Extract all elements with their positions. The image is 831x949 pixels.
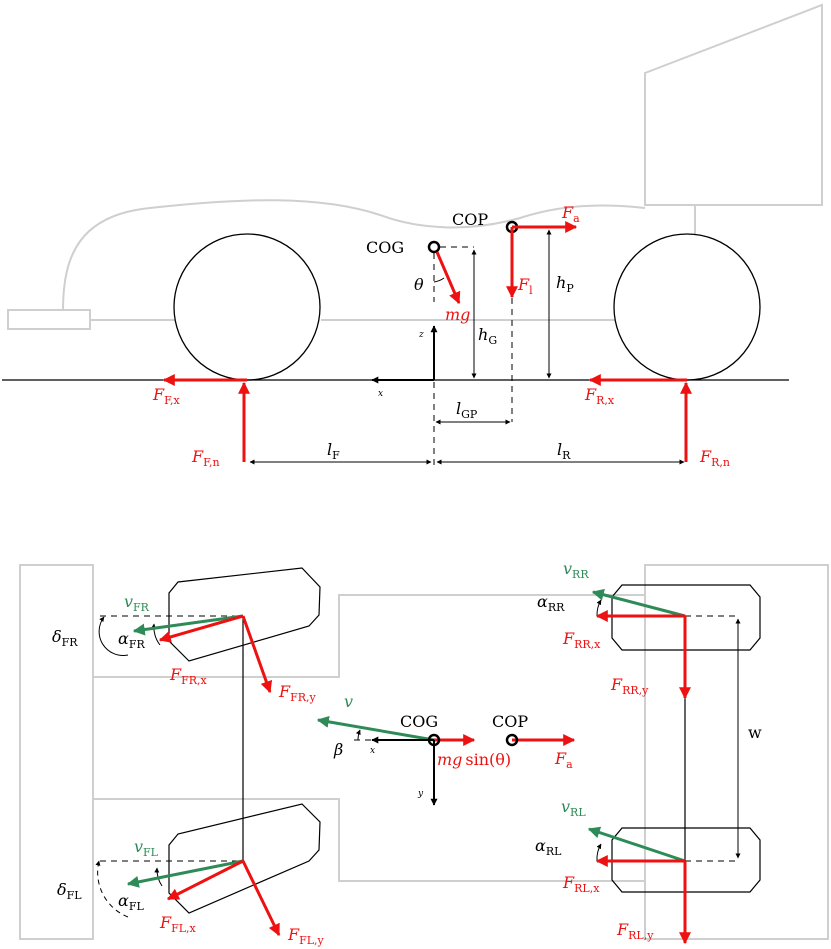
f-rl-y-label: FRL,y xyxy=(616,920,654,942)
f-rr-x-label: FRR,x xyxy=(562,629,601,651)
tire-force-labels: FFR,x FFR,y FFL,x FFL,y FRR,x FRR,y FRL,… xyxy=(159,629,654,947)
l-r-label: lR xyxy=(557,440,571,462)
velocity-labels: vFR vFL vRR vRL v xyxy=(124,559,589,859)
alpha-rr-arc xyxy=(596,599,602,617)
h-g-label: hG xyxy=(478,325,497,347)
front-long-label: FF,x xyxy=(152,385,181,407)
rear-normal-label: FR,n xyxy=(699,447,730,469)
delta-fr-label: δFR xyxy=(52,627,78,649)
top-aero-drag-label: Fa xyxy=(554,749,573,771)
car-body-outline xyxy=(7,3,823,330)
tire-forces xyxy=(158,610,691,945)
alpha-fr-arc xyxy=(151,623,161,646)
f-rl-x-label: FRL,x xyxy=(562,873,600,895)
theta-label: θ xyxy=(414,275,424,294)
aero-lift-label: Fl xyxy=(517,275,533,297)
top-cog-label: COG xyxy=(400,712,438,731)
delta-fr-arc xyxy=(98,616,129,656)
v-cog-label: v xyxy=(344,692,353,711)
beta-arc xyxy=(355,729,361,741)
front-wheel xyxy=(173,233,321,381)
f-fl-x-label: FFL,x xyxy=(159,913,197,935)
rear-long-label: FR,x xyxy=(584,385,615,407)
delta-fl-label: δFL xyxy=(57,880,82,902)
v-fr-label: vFR xyxy=(124,592,150,614)
cop-label: COP xyxy=(452,210,488,229)
velocity-vectors xyxy=(126,588,686,888)
v-fl-arrow xyxy=(126,859,244,888)
width-label: w xyxy=(748,723,762,742)
construction-lines xyxy=(433,226,554,470)
v-rl-arrow xyxy=(587,826,686,863)
top-cop-marker xyxy=(505,733,519,747)
alpha-fl-label: αFL xyxy=(118,891,144,913)
f-rr-y-label: FRR,y xyxy=(610,675,649,697)
f-fr-x-label: FFR,x xyxy=(169,665,208,687)
weight-label: mg xyxy=(445,305,470,324)
alpha-rr-label: αRR xyxy=(537,592,565,614)
cog-label: COG xyxy=(366,238,404,257)
weight-arrow xyxy=(435,251,461,305)
h-p-label: hP xyxy=(556,273,574,295)
top-cog-marker xyxy=(427,733,441,747)
tire-rl xyxy=(611,827,761,893)
v-rr-label: vRR xyxy=(563,559,589,581)
l-gp-label: lGP xyxy=(456,399,478,421)
v-rr-arrow xyxy=(591,588,686,618)
beta-label: β xyxy=(333,740,343,759)
f-fr-y-label: FFR,y xyxy=(278,682,317,704)
f-fr-y-arrow xyxy=(241,615,273,694)
axis-x-label: x xyxy=(378,389,383,399)
theta-arc xyxy=(433,277,445,283)
v-rl-label: vRL xyxy=(561,797,586,819)
alpha-fr-label: αFR xyxy=(118,629,145,651)
tire-fr xyxy=(168,567,321,662)
f-fr-x-arrow xyxy=(158,614,244,643)
f-fl-x-arrow xyxy=(166,859,244,901)
v-fl-label: vFL xyxy=(134,837,159,859)
alpha-rl-arc xyxy=(596,843,602,862)
tire-rr xyxy=(611,584,761,651)
side-forces xyxy=(162,221,692,462)
side-force-labels: mg Fa Fl FF,x FR,x FF,n FR,n xyxy=(152,203,730,469)
front-normal-label: FF,n xyxy=(191,447,220,469)
top-axis-y-label: y xyxy=(417,789,424,799)
top-cop-label: COP xyxy=(492,712,528,731)
l-f-label: lF xyxy=(327,440,340,462)
chassis-outline xyxy=(19,564,829,940)
side-view: COG COP θ hG hP lGP lF lR z x xyxy=(2,3,823,470)
f-fl-y-arrow xyxy=(241,860,281,937)
top-axis-x-label: x xyxy=(370,746,375,756)
top-view: w xyxy=(19,559,829,947)
cog-marker xyxy=(427,240,441,254)
tire-fl xyxy=(168,803,321,914)
v-fr-arrow xyxy=(132,614,244,636)
alpha-rl-label: αRL xyxy=(535,836,562,858)
v-cog-arrow xyxy=(316,715,435,742)
f-fl-y-label: FFL,y xyxy=(287,925,325,947)
aero-drag-label: Fa xyxy=(561,203,580,225)
axis-z-label: z xyxy=(418,330,424,340)
rear-wheel xyxy=(613,233,761,381)
